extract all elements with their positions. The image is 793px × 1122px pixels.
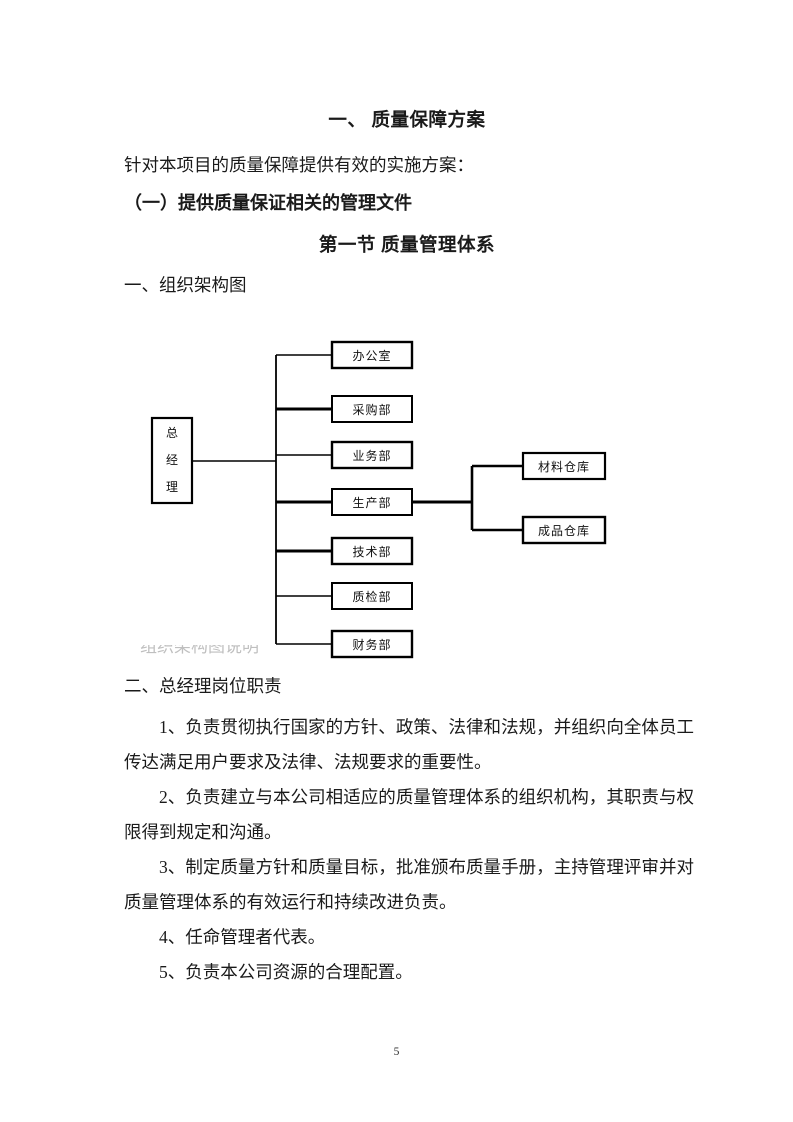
org-node-production: 生产部 <box>331 488 413 516</box>
section-heading-row: 第一节 质量管理体系 <box>124 233 690 261</box>
orgchart-heading-row: 一、组织架构图 <box>124 272 690 299</box>
org-node-finance: 财务部 <box>330 629 414 659</box>
lead-paragraph-row: 针对本项目的质量保障提供有效的实施方案： <box>124 152 690 179</box>
page-title: 一、 质量保障方案 <box>328 111 486 131</box>
duty-item: 1、负责贯彻执行国家的方针、政策、法律和法规，并组织向全体员工传达满足用户要求及… <box>124 717 694 772</box>
org-node-label: 材料仓库 <box>538 459 590 474</box>
org-node-label-char: 理 <box>166 480 178 494</box>
page-number: 5 <box>393 1046 400 1058</box>
org-node-technical: 技术部 <box>330 536 414 566</box>
duty-item: 5、负责本公司资源的合理配置。 <box>159 962 413 982</box>
duties-heading-row: 二、总经理岗位职责 <box>124 673 690 700</box>
document-title-row: 一、 质量保障方案 <box>124 108 690 136</box>
org-node-label: 财务部 <box>352 637 391 652</box>
duty-item: 2、负责建立与本公司相适应的质量管理体系的组织机构，其职责与权限得到规定和沟通。 <box>124 787 694 842</box>
org-node-label: 业务部 <box>352 448 391 463</box>
org-node-label: 办公室 <box>352 348 391 363</box>
org-node-office: 办公室 <box>330 340 414 370</box>
occluded-caption-fragment: 组织架构图说明 <box>140 645 320 659</box>
duties-list: 1、负责贯彻执行国家的方针、政策、法律和法规，并组织向全体员工传达满足用户要求及… <box>124 710 694 990</box>
duty-item: 3、制定质量方针和质量目标，批准颁布质量手册，主持管理评审并对质量管理体系的有效… <box>124 857 694 912</box>
duty-item: 4、任命管理者代表。 <box>159 927 326 947</box>
org-node-label: 采购部 <box>352 402 391 417</box>
subsection-heading: （一）提供质量保证相关的管理文件 <box>124 193 412 213</box>
org-node-label: 成品仓库 <box>538 523 590 538</box>
org-node-label: 质检部 <box>352 589 391 604</box>
duties-heading: 二、总经理岗位职责 <box>124 676 282 696</box>
subsection-row: （一）提供质量保证相关的管理文件 <box>124 190 690 217</box>
org-node-material-warehouse: 材料仓库 <box>521 451 607 481</box>
org-node-label: 技术部 <box>352 544 391 559</box>
org-node-purchasing: 采购部 <box>331 395 413 423</box>
org-node-label-char: 总 <box>166 426 178 440</box>
org-node-general-manager: 总 经 理 <box>150 416 194 505</box>
org-node-business: 业务部 <box>330 440 414 470</box>
section-heading: 第一节 质量管理体系 <box>318 236 496 256</box>
org-node-label-char: 经 <box>166 453 178 467</box>
org-node-label: 生产部 <box>352 495 391 510</box>
lead-paragraph: 针对本项目的质量保障提供有效的实施方案： <box>124 155 474 175</box>
occluded-caption-text: 组织架构图说明 <box>140 645 259 656</box>
org-node-finished-product-warehouse: 成品仓库 <box>521 515 607 545</box>
orgchart-heading: 一、组织架构图 <box>124 275 247 295</box>
org-node-quality-inspection: 质检部 <box>331 582 413 610</box>
